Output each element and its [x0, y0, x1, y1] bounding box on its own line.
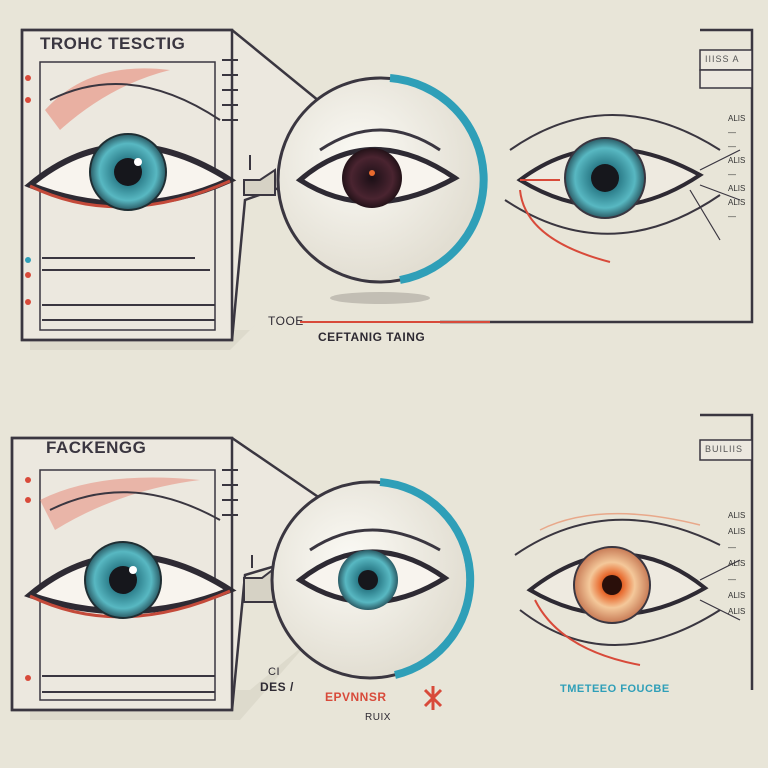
list-item: ALIS: [728, 607, 746, 616]
bottom-main-caption: EPVNNSR: [325, 690, 387, 704]
list-item: ALIS: [728, 527, 746, 536]
list-item: ALIS: [728, 591, 746, 600]
bottom-small-caption-2: DES /: [260, 680, 294, 694]
bottom-side-list: ALIS ALIS — ALIS — ALIS ALIS: [728, 508, 745, 620]
bottom-small-caption-1: CI: [268, 666, 280, 678]
list-item: ALIS: [728, 156, 746, 165]
bottom-row: [10, 413, 754, 720]
top-side-list: ALIS — — ALIS — ALIS ALIS —: [728, 112, 745, 224]
list-item: ALIS: [728, 184, 746, 193]
top-panel-title: TROHC TESCTIG: [40, 34, 186, 53]
list-item: —: [728, 575, 736, 584]
top-row: [20, 28, 754, 350]
bottom-tab-label: BUILIIS: [705, 444, 744, 454]
top-tab-label: IIISS A: [705, 54, 740, 64]
list-item: ALIS: [728, 198, 746, 207]
list-item: ALIS: [728, 559, 746, 568]
top-small-caption: TOOE: [268, 314, 304, 328]
bottom-panel-title: FACKENGG: [46, 438, 147, 457]
list-item: —: [728, 128, 736, 137]
list-item: —: [728, 170, 736, 179]
list-item: —: [728, 543, 736, 552]
top-main-caption: CEFTANIG TAING: [318, 330, 426, 344]
list-item: —: [728, 212, 736, 221]
list-item: ALIS: [728, 511, 746, 520]
bottom-right-caption: TMETEEO FOUCBE: [560, 683, 670, 695]
list-item: —: [728, 142, 736, 151]
bottom-sub-caption: RUIX: [365, 712, 391, 723]
list-item: ALIS: [728, 114, 746, 123]
